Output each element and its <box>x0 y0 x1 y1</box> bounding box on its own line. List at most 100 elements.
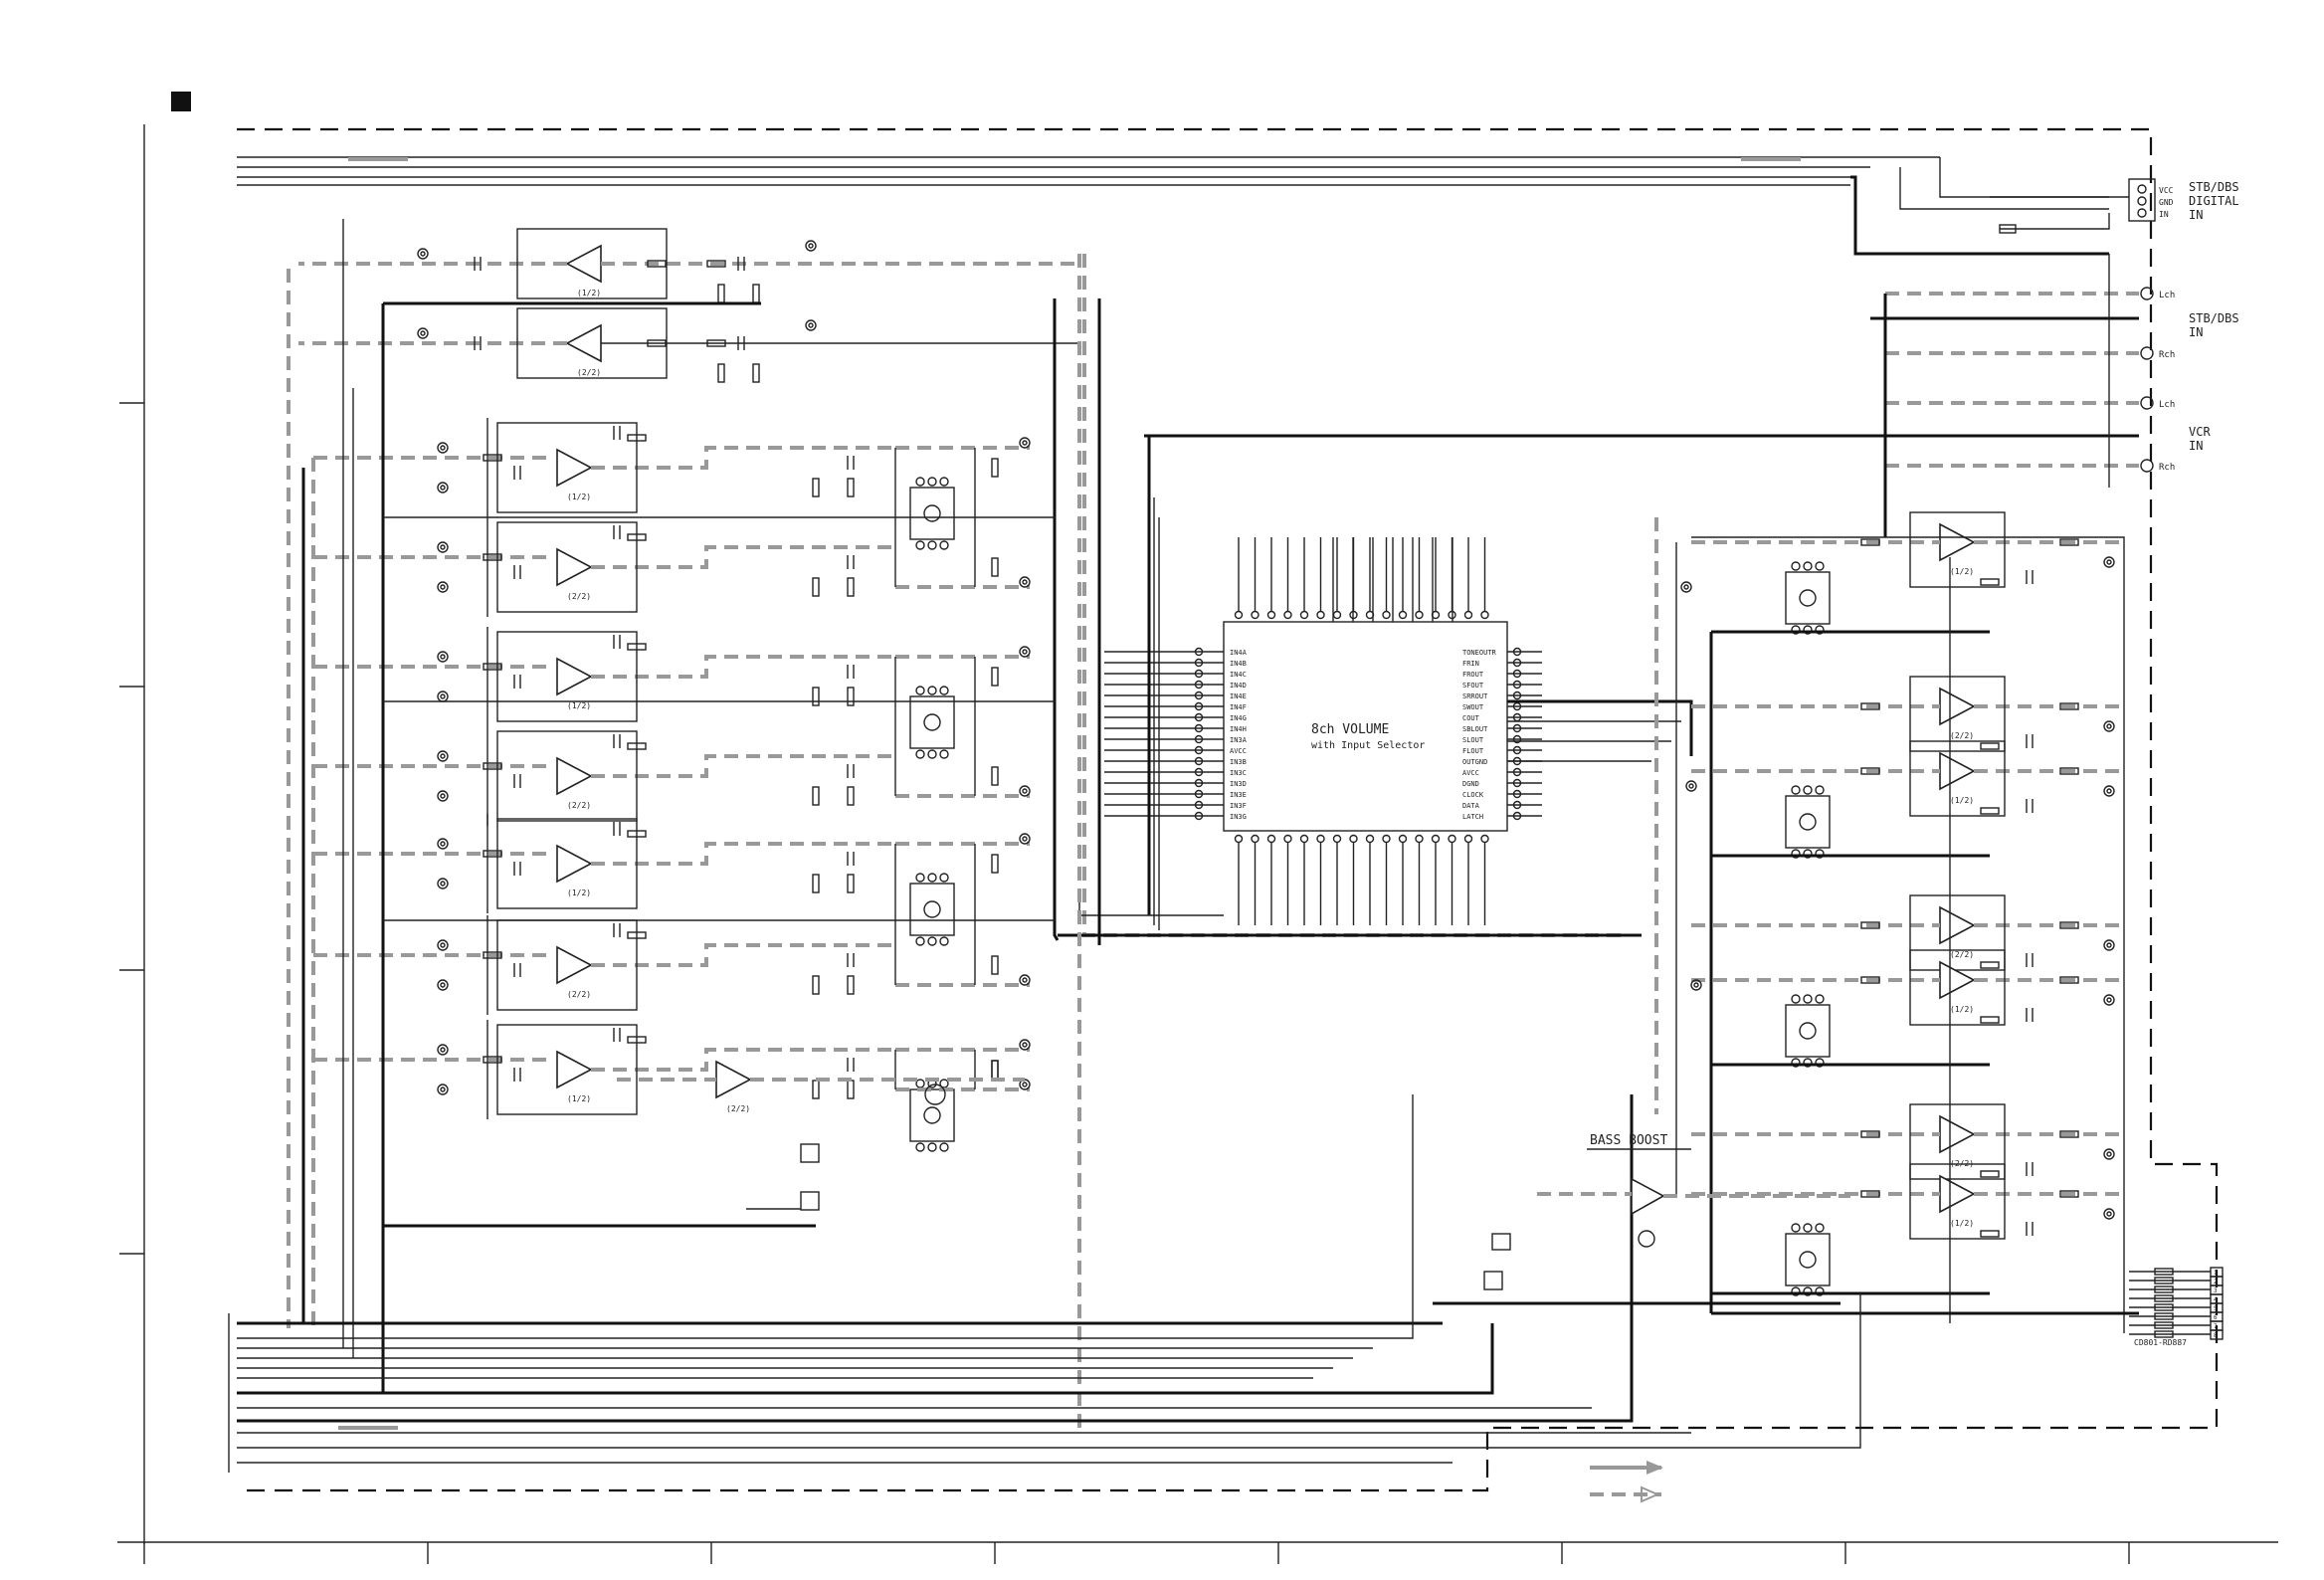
opamp: (1/2) <box>565 244 602 297</box>
opamp-unit-label: (1/2) <box>1950 567 1974 576</box>
chip-pin <box>1194 811 1204 821</box>
board-outline <box>237 127 2219 1492</box>
test-point <box>2103 1148 2115 1160</box>
feedback-loop <box>516 228 668 299</box>
resistor <box>717 284 725 303</box>
chip-pin <box>1512 767 1522 777</box>
feedback-loop <box>496 521 638 613</box>
chip-pin <box>1194 778 1204 788</box>
opamp-unit-label: (1/2) <box>1950 1005 1974 1014</box>
chip-subtitle: with Input Selector <box>1311 740 1425 751</box>
test-point <box>1683 584 1689 590</box>
chip-pin <box>1194 712 1204 722</box>
resistor <box>2154 1312 2174 1320</box>
resistor <box>812 577 820 597</box>
connector-pin-number: 5 <box>2214 1305 2218 1312</box>
test-point <box>1022 440 1028 446</box>
chip-pin-label: TONEOUTR <box>1462 649 1497 657</box>
chip-pin-label: IN4F <box>1230 703 1247 711</box>
chip-pins-right: TONEOUTRFRINFROUTSFOUTSRROUTSWOUTCOUTSBL… <box>1462 647 1542 821</box>
test-point <box>437 1084 449 1095</box>
resistor <box>2059 976 2079 984</box>
test-point <box>2103 939 2115 951</box>
test-point <box>808 322 814 328</box>
chip-pin <box>1448 834 1456 844</box>
chip-pin-label: DATA <box>1462 802 1480 810</box>
test-point <box>2106 723 2112 729</box>
opamp-unit-label: (1/2) <box>567 701 591 710</box>
chip-pin <box>1283 834 1292 844</box>
resistor <box>812 478 820 497</box>
test-point <box>440 485 446 491</box>
chip-pin <box>1415 610 1424 620</box>
chip-pin-label: FLOUT <box>1462 747 1484 755</box>
resistor <box>991 1060 999 1080</box>
resistor <box>1980 742 2000 750</box>
test-point <box>437 979 449 991</box>
test-point <box>808 243 814 249</box>
resistor <box>991 1060 999 1080</box>
chip-pin-label: IN3B <box>1230 758 1247 766</box>
test-point <box>440 881 446 887</box>
opamp-unit-label: (2/2) <box>726 1104 750 1113</box>
resistor <box>483 1056 502 1064</box>
chip-pin <box>1463 610 1473 620</box>
pin-gnd-label: GND <box>2159 198 2174 207</box>
ic-package <box>1785 1233 1831 1286</box>
feedback-loop <box>1909 1163 2006 1240</box>
test-point <box>1688 783 1694 789</box>
resistor <box>847 1080 855 1099</box>
chip-pins-top <box>1234 537 1489 620</box>
resistor <box>2154 1268 2174 1276</box>
chip-pin <box>1194 756 1204 766</box>
chip-pin <box>1194 658 1204 668</box>
chip-pin-label: SBLOUT <box>1462 725 1488 733</box>
test-point <box>440 1086 446 1092</box>
connector-pin-number: 1 <box>2214 1270 2218 1277</box>
chip-pin <box>1283 610 1292 620</box>
resistor <box>2059 1130 2079 1138</box>
opamp-unit-label: (2/2) <box>567 592 591 601</box>
test-point <box>440 753 446 759</box>
chip-pin <box>1234 834 1244 844</box>
resistor <box>1980 1170 2000 1178</box>
resistor <box>483 663 502 671</box>
right-channel-blocks: (1/2)(2/2)(1/2)(2/2)(1/2)(2/2)(1/2) <box>1654 511 2139 1333</box>
test-point <box>420 251 426 257</box>
chip-pin <box>1463 834 1473 844</box>
feedback-loop <box>1909 511 2006 588</box>
resistor <box>2154 1321 2174 1329</box>
opamp-unit-label: (1/2) <box>567 1094 591 1103</box>
test-point <box>1022 1082 1028 1087</box>
test-point <box>437 838 449 850</box>
chip-pin <box>1382 610 1391 620</box>
chip-pin <box>1512 789 1522 799</box>
resistor <box>2154 1303 2174 1311</box>
chip-pin-label: DGND <box>1462 780 1479 788</box>
chip-pin-label: IN4G <box>1230 714 1247 722</box>
chip-pin-label: IN4B <box>1230 660 1247 668</box>
opamp: (1/2) <box>556 844 593 897</box>
chip-pin <box>1251 834 1259 844</box>
chip-pin <box>1266 610 1276 620</box>
chip-pin <box>1349 834 1358 844</box>
opamp-unit-label: (2/2) <box>567 990 591 999</box>
resistor <box>483 454 502 462</box>
ic-package <box>909 1088 955 1142</box>
chip-pin <box>1316 834 1325 844</box>
resistor <box>847 478 855 497</box>
resistor <box>1860 538 1880 546</box>
chip-pin-label: IN3D <box>1230 780 1247 788</box>
test-point <box>440 841 446 847</box>
chip-pin <box>1512 691 1522 700</box>
transistor <box>924 1084 946 1105</box>
test-point <box>2103 720 2115 732</box>
test-point <box>805 319 817 331</box>
resistor <box>647 339 667 347</box>
chip-pin-label: AVCC <box>1462 769 1479 777</box>
resistor <box>991 766 999 786</box>
opamp: (2/2) <box>556 756 593 810</box>
test-point <box>1022 836 1028 842</box>
chip-pin <box>1194 800 1204 810</box>
vcr-in-label-1: VCR <box>2189 425 2211 439</box>
